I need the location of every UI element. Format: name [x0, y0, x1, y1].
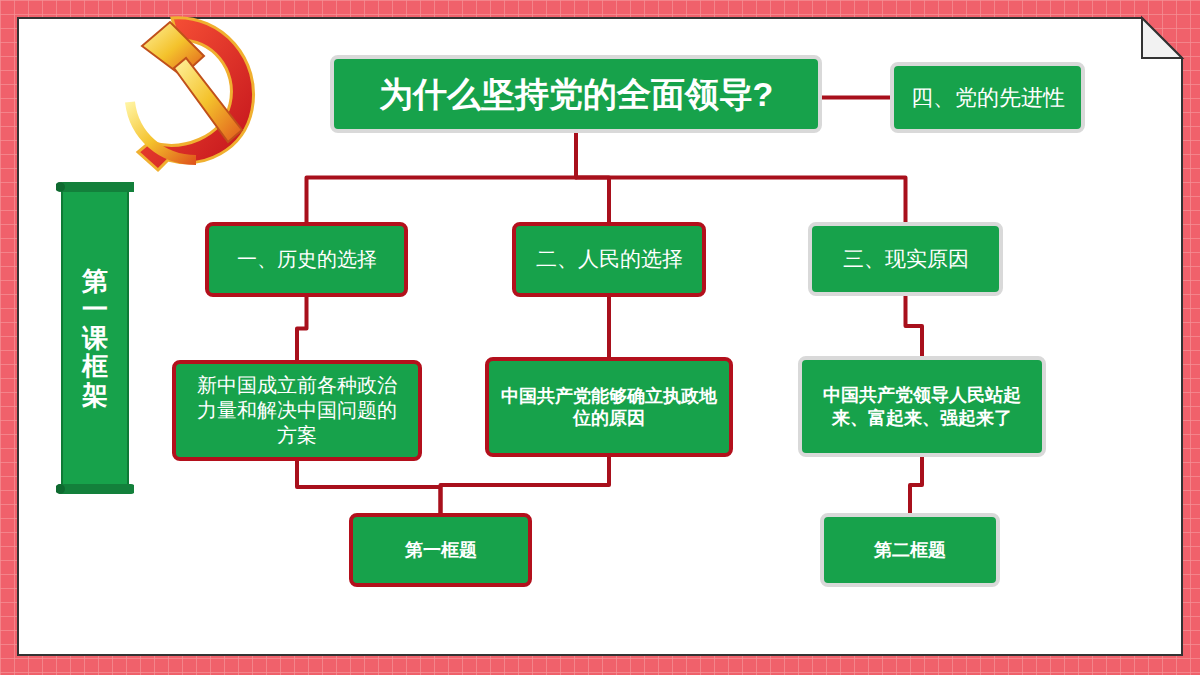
content-box: 中国共产党能够确立执政地位的原因 — [485, 357, 733, 457]
question-box: 为什么坚持党的全面领导? — [330, 55, 822, 133]
connector — [441, 457, 610, 513]
box-label: 第一框题 — [405, 539, 477, 562]
section-box: 三、现实原因 — [808, 222, 1003, 296]
connector — [910, 457, 922, 513]
box-label: 新中国成立前各种政治力量和解决中国问题的方案 — [188, 373, 406, 448]
box-label: 二、人民的选择 — [536, 246, 683, 272]
connector — [906, 296, 923, 356]
connector — [297, 297, 307, 360]
vertical-title: 第一课框架 — [82, 267, 108, 410]
scroll-banner: 第一课框架 — [56, 180, 134, 496]
connector — [297, 461, 441, 513]
side-box: 四、党的先进性 — [890, 62, 1085, 133]
box-label: 三、现实原因 — [843, 246, 969, 272]
content-box: 中国共产党领导人民站起来、富起来、强起来了 — [798, 356, 1046, 457]
connector — [576, 133, 906, 222]
section-box: 二、人民的选择 — [512, 222, 706, 297]
white-card — [18, 18, 1182, 655]
content-box: 新中国成立前各种政治力量和解决中国问题的方案 — [172, 360, 422, 461]
section-box: 一、历史的选择 — [205, 222, 408, 297]
connector — [822, 96, 890, 100]
box-label: 为什么坚持党的全面领导? — [379, 73, 774, 116]
lesson-box: 第二框题 — [820, 513, 1000, 587]
box-label: 四、党的先进性 — [911, 84, 1065, 112]
connector — [607, 297, 611, 357]
box-label: 一、历史的选择 — [237, 247, 377, 272]
lesson-box: 第一框题 — [349, 513, 532, 587]
folded-corner — [1142, 18, 1182, 58]
box-label: 中国共产党领导人民站起来、富起来、强起来了 — [814, 384, 1030, 429]
box-label: 中国共产党能够确立执政地位的原因 — [501, 385, 717, 430]
party-emblem — [130, 18, 254, 170]
connector — [307, 133, 577, 222]
box-label: 第二框题 — [874, 539, 946, 562]
